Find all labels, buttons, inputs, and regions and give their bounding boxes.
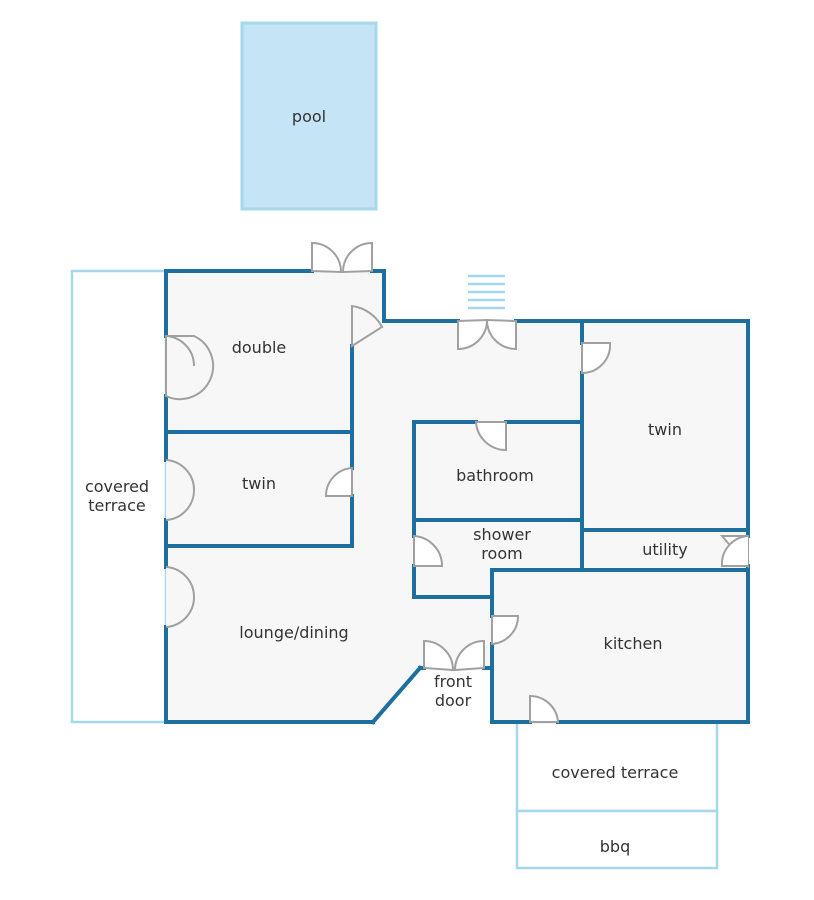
door-bathroom	[474, 421, 507, 452]
label-pool: pool	[292, 107, 326, 126]
label-covered-terrace-left-1: covered	[85, 477, 149, 496]
label-bbq: bbq	[600, 837, 630, 856]
stairs	[468, 274, 505, 310]
door-kitchen	[491, 615, 520, 646]
pool	[240, 21, 378, 211]
door-double-top	[311, 241, 373, 274]
label-twin-right: twin	[648, 420, 682, 439]
door-kitchen-terrace	[529, 694, 560, 723]
label-shower-room-1: shower	[473, 525, 531, 544]
label-covered-terrace-bottom: covered terrace	[552, 763, 679, 782]
walls	[164, 269, 750, 725]
door-lounge-terrace	[165, 566, 196, 628]
interior-floor	[166, 271, 748, 722]
door-twin-right	[581, 342, 612, 375]
label-twin-left: twin	[242, 474, 276, 493]
covered-terrace-left	[70, 269, 168, 724]
doors	[165, 241, 749, 723]
label-kitchen: kitchen	[604, 634, 663, 653]
door-twin-left	[324, 466, 353, 497]
label-bathroom: bathroom	[456, 466, 534, 485]
label-front-door-2: door	[435, 691, 472, 710]
door-double-room	[351, 304, 384, 348]
label-double: double	[232, 338, 287, 357]
bbq-area	[515, 809, 719, 870]
door-shower	[413, 534, 444, 567]
door-stairs	[457, 318, 517, 351]
label-covered-terrace-left-2: terrace	[88, 496, 145, 515]
door-double-terrace	[165, 335, 215, 401]
label-front-door-1: front	[434, 672, 472, 691]
label-lounge-dining: lounge/dining	[239, 623, 348, 642]
label-utility: utility	[642, 540, 688, 559]
door-front	[423, 639, 485, 672]
label-shower-room-2: room	[481, 544, 522, 563]
door-twin-terrace	[165, 459, 196, 521]
